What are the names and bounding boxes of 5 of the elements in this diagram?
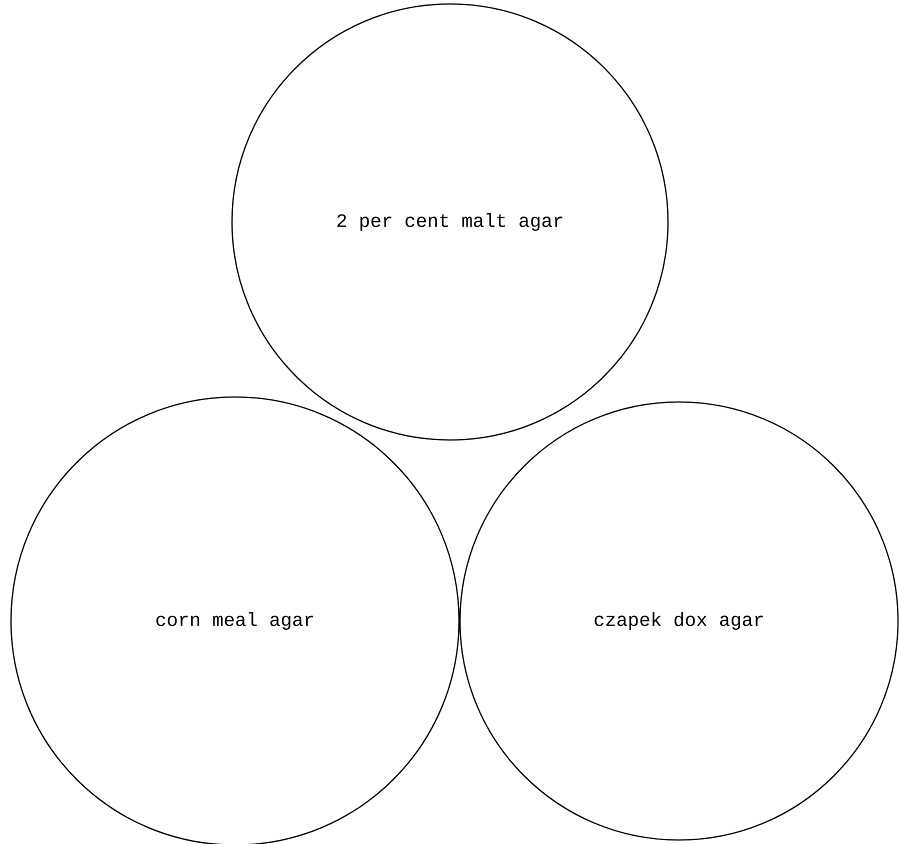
dish-circle [459,401,899,841]
dish-label: corn meal agar [156,612,314,630]
dish-circle [231,3,669,441]
dish-label: 2 per cent malt agar [337,213,562,231]
dish-label: czapek dox agar [594,612,763,630]
